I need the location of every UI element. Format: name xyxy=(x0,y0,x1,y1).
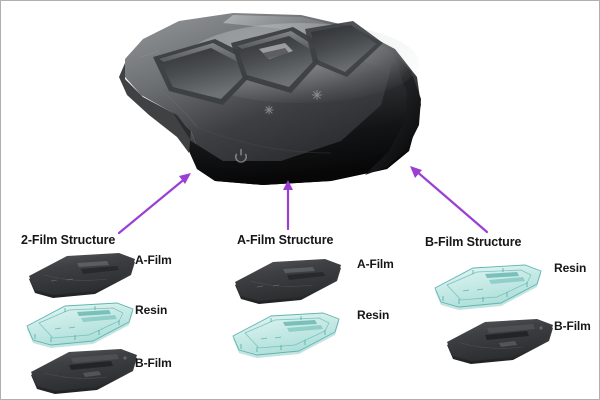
arrow-to-hero-right xyxy=(410,166,489,234)
group-title-b-film-structure: B-Film Structure xyxy=(425,235,522,249)
part-two-film-b-film xyxy=(31,349,137,394)
arrow-to-hero-center xyxy=(283,180,293,231)
part-a-film-structure-resin xyxy=(232,312,340,358)
hero-device-body xyxy=(119,13,421,185)
group-title-a-film-structure: A-Film Structure xyxy=(237,233,334,247)
layer-label-a-film-structure-a-film: A-Film xyxy=(357,257,394,271)
power-icon xyxy=(235,148,247,163)
layer-label-a-film-structure-resin: Resin xyxy=(357,308,390,322)
part-a-film-structure-a-film xyxy=(235,259,341,304)
layer-label-b-film-structure-resin: Resin xyxy=(554,261,587,275)
vent-recess-group xyxy=(153,21,383,105)
layer-label-two-film-b-film: B-Film xyxy=(135,356,172,370)
arrow-to-hero-left xyxy=(117,173,191,235)
group-title-two-film: 2-Film Structure xyxy=(21,233,116,247)
layer-label-two-film-resin: Resin xyxy=(135,303,168,317)
layer-label-two-film-a-film: A-Film xyxy=(135,253,172,267)
arrows-layer xyxy=(117,166,489,235)
part-b-film-structure-b-film xyxy=(447,319,553,364)
part-b-film-structure-resin xyxy=(434,264,542,310)
snowflake-icon-left xyxy=(264,105,274,115)
layer-label-b-film-structure-b-film: B-Film xyxy=(554,319,591,333)
part-two-film-resin xyxy=(26,302,134,348)
snowflake-icon-right xyxy=(312,90,322,100)
hero-touch-icons xyxy=(235,90,322,163)
part-two-film-a-film xyxy=(29,253,135,298)
